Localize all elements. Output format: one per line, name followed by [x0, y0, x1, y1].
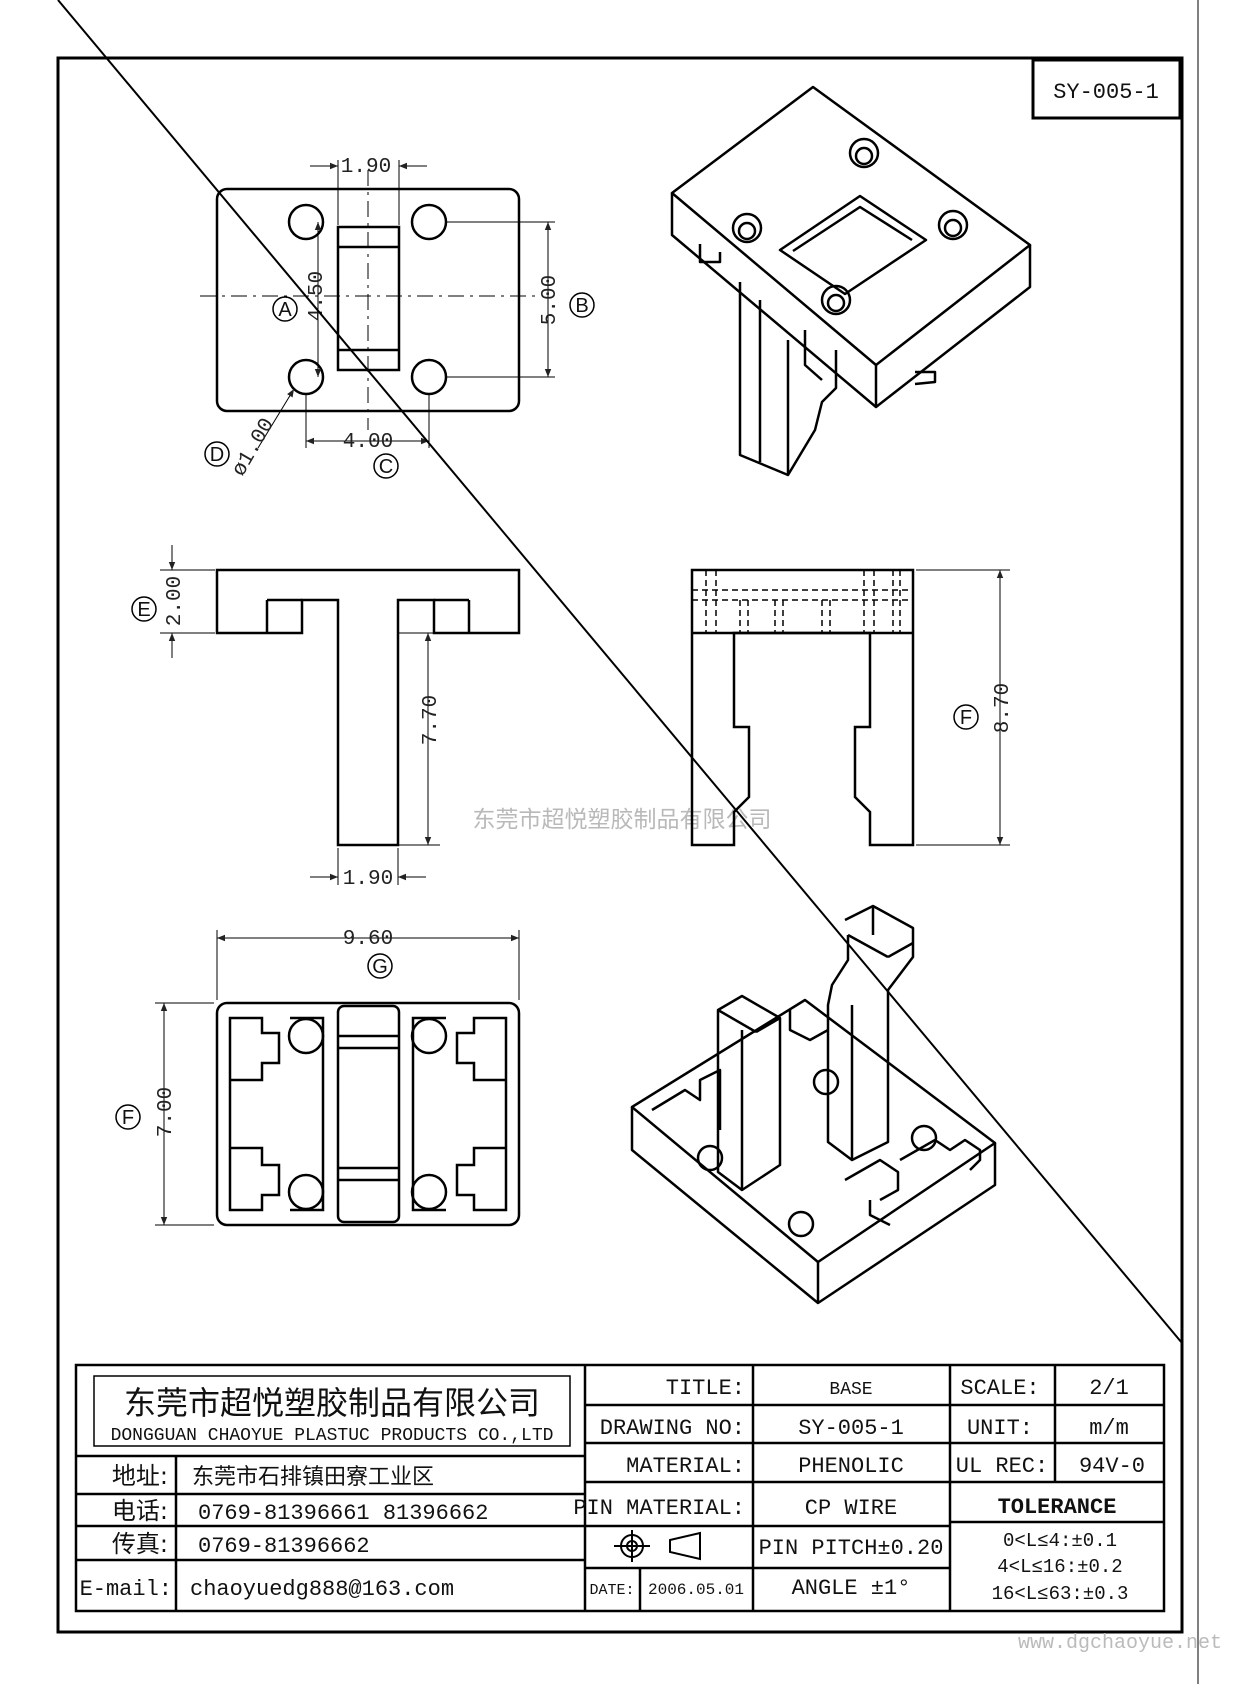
pin-material-label: PIN MATERIAL: [573, 1496, 745, 1521]
callout-c: C [373, 453, 399, 479]
svg-text:C: C [379, 456, 393, 478]
dim-center-b: 5.00 [539, 275, 562, 325]
material-value: PHENOLIC [798, 1454, 904, 1479]
date-value: 2006.05.01 [648, 1581, 744, 1599]
svg-text:F: F [960, 707, 972, 729]
svg-text:SY-005-1: SY-005-1 [1053, 80, 1159, 105]
tolerance-label: TOLERANCE [998, 1495, 1117, 1520]
dim-leg-width: 1.90 [343, 868, 393, 891]
dim-top-pin-width: 1.90 [341, 156, 391, 179]
drawing-no-value: SY-005-1 [798, 1416, 904, 1441]
svg-text:B: B [575, 295, 588, 317]
unit-label: UNIT: [967, 1416, 1033, 1441]
pin-hole [410, 203, 448, 241]
address-value: 东莞市石排镇田寮工业区 [192, 1465, 434, 1490]
company-name-cn: 东莞市超悦塑胶制品有限公司 [124, 1384, 540, 1422]
dim-hole-pitch: 4.00 [343, 431, 393, 454]
pin-material-value: CP WIRE [805, 1496, 897, 1521]
callout-b: B [569, 292, 595, 318]
ul-value: 94V-0 [1079, 1454, 1145, 1479]
isometric-view-bottom [630, 904, 997, 1305]
pin-hole [410, 358, 448, 396]
tolerance-row: 4<L≤16:±0.2 [997, 1556, 1122, 1578]
callout-a: A [272, 296, 298, 322]
pin-hole [287, 203, 325, 241]
drawing-frame [56, 56, 1184, 1634]
title-label: TITLE: [666, 1376, 745, 1401]
dim-side-height: 2.00 [164, 576, 187, 626]
tolerance-row: 16<L≤63:±0.3 [992, 1583, 1129, 1605]
phone-label: 电话: [112, 1497, 168, 1525]
email-label: E-mail: [80, 1577, 172, 1602]
address-label: 地址: [112, 1462, 168, 1490]
pin-pitch: PIN PITCH±0.20 [759, 1536, 944, 1561]
svg-text:D: D [210, 444, 224, 466]
angle-tolerance: ANGLE ±1° [792, 1576, 911, 1601]
company-name-en: DONGGUAN CHAOYUE PLASTUC PRODUCTS CO.,LT… [111, 1426, 554, 1446]
drawing-no-label: DRAWING NO: [600, 1416, 745, 1441]
dim-bottom-width: 9.60 [343, 928, 393, 951]
projection-symbol [614, 1530, 701, 1562]
fax-label: 传真: [112, 1530, 168, 1558]
callout-f-bottom: F [115, 1104, 141, 1130]
ul-label: UL REC: [956, 1454, 1048, 1479]
callout-f-front: F [953, 704, 979, 730]
unit-value: m/m [1089, 1416, 1129, 1441]
callout-g: G [367, 953, 393, 979]
dim-leg-length: 7.70 [420, 695, 443, 745]
svg-text:F: F [122, 1107, 134, 1129]
email-value: chaoyuedg888@163.com [190, 1577, 454, 1602]
tolerance-row: 0<L≤4:±0.1 [1003, 1530, 1117, 1552]
watermark: 东莞市超悦塑胶制品有限公司 [473, 807, 772, 833]
svg-text:E: E [137, 599, 150, 621]
dim-front-height: 8.70 [992, 683, 1015, 733]
scale-label: SCALE: [960, 1376, 1039, 1401]
title-block [74, 1363, 1166, 1613]
top-view [200, 160, 555, 449]
phone-value: 0769-81396661 81396662 [198, 1501, 488, 1526]
dim-center-a: 4.50 [306, 271, 329, 321]
scale-value: 2/1 [1089, 1376, 1129, 1401]
isometric-view-top [670, 85, 1032, 477]
front-view [690, 568, 1010, 847]
material-label: MATERIAL: [626, 1454, 745, 1479]
svg-text:A: A [278, 299, 292, 321]
side-view [160, 545, 521, 885]
bottom-view [155, 930, 521, 1227]
drawing-number-box: SY-005-1 [1031, 58, 1182, 120]
footer-url: www.dgchaoyue.net [1018, 1632, 1222, 1655]
title-value: BASE [829, 1380, 872, 1400]
callout-e: E [131, 596, 157, 622]
callout-d: D [204, 441, 230, 467]
fax-value: 0769-81396662 [198, 1534, 370, 1559]
date-label: DATE: [589, 1582, 634, 1599]
dim-bottom-depth: 7.00 [155, 1087, 178, 1137]
dim-hole-diameter: ø1.00 [228, 415, 279, 481]
svg-text:G: G [372, 956, 388, 978]
